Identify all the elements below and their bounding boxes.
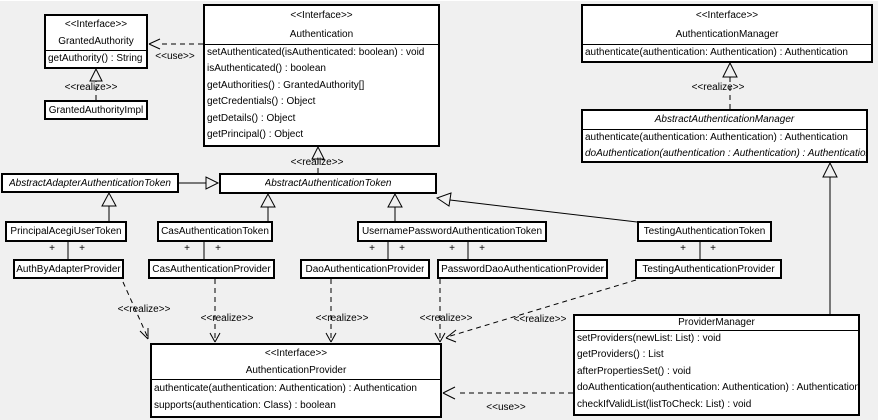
class-password-dao-authentication-provider[interactable]: PasswordDaoAuthenticationProvider <box>437 259 608 279</box>
stereotype-label: <<Interface>> <box>695 10 759 21</box>
class-name: AbstractAuthenticationManager <box>654 114 795 125</box>
stereotype-label: <<Interface>> <box>264 348 328 359</box>
class-name: Authentication <box>289 29 354 40</box>
use-label: <<use>> <box>155 51 195 62</box>
class-principal-acegi-user-token[interactable]: PrincipalAcegiUserToken <box>5 221 127 242</box>
class-header: <<Interface>> GrantedAuthority <box>46 16 146 50</box>
realize-label: <<realize>> <box>419 313 473 324</box>
open-arrowheads <box>139 38 457 400</box>
dashed-dependency-lines <box>95 43 731 394</box>
multiplicity-plus: + <box>399 243 405 254</box>
class-name: AuthenticationProvider <box>245 365 347 376</box>
method: getAuthority() : String <box>48 53 143 64</box>
multiplicity-plus: + <box>79 243 85 254</box>
class-name: UsernamePasswordAuthenticationToken <box>361 226 543 237</box>
class-authentication[interactable]: <<Interface>> Authentication setAuthenti… <box>203 4 440 147</box>
multiplicity-plus: + <box>449 243 455 254</box>
class-name: GrantedAuthority <box>58 36 134 47</box>
class-header: AbstractAuthenticationManager <box>583 111 866 129</box>
realize-label: <<realize>> <box>117 304 171 315</box>
class-granted-authority-impl[interactable]: GrantedAuthorityImpl <box>44 100 148 120</box>
class-testing-authentication-provider[interactable]: TestingAuthenticationProvider <box>635 259 782 279</box>
multiplicity-plus: + <box>215 243 221 254</box>
multiplicity-plus: + <box>184 243 190 254</box>
multiplicity-plus: + <box>680 243 686 254</box>
stereotype-label: <<Interface>> <box>290 10 353 21</box>
class-granted-authority[interactable]: <<Interface>> GrantedAuthority getAuthor… <box>44 14 148 69</box>
method: checkIfValidList(listToCheck: List) : vo… <box>577 398 752 410</box>
class-name: AuthByAdapterProvider <box>16 263 121 275</box>
method: isAuthenticated() : boolean <box>207 63 326 75</box>
realize-label: <<realize>> <box>315 313 369 324</box>
class-cas-authentication-token[interactable]: CasAuthenticationToken <box>157 221 273 242</box>
abstract-method: doAuthentication(authentication : Authen… <box>585 147 866 159</box>
method: authenticate(authentication: Authenticat… <box>585 132 848 143</box>
class-header: <<Interface>> Authentication <box>205 6 438 44</box>
method: setProviders(newList: List) : void <box>577 333 721 344</box>
stereotype-label: <<Interface>> <box>64 19 128 30</box>
class-name: TestingAuthenticationToken <box>643 226 766 237</box>
class-auth-by-adapter-provider[interactable]: AuthByAdapterProvider <box>13 259 124 279</box>
multiplicity-plus: + <box>710 243 716 254</box>
methods-compartment: authenticate(authentication: Authenticat… <box>152 379 440 414</box>
class-provider-manager[interactable]: ProviderManager setProviders(newList: Li… <box>573 314 860 416</box>
class-name: ProviderManager <box>678 317 755 328</box>
method: doAuthentication(authentication: Authent… <box>577 382 858 394</box>
method: setAuthenticated(isAuthenticated: boolea… <box>207 47 425 58</box>
class-abstract-adapter-authentication-token[interactable]: AbstractAdapterAuthenticationToken <box>1 173 179 193</box>
class-name: AuthenticationManager <box>675 29 779 40</box>
multiplicity-plus: + <box>369 243 375 254</box>
class-cas-authentication-provider[interactable]: CasAuthenticationProvider <box>148 259 275 279</box>
realize-label: <<realize>> <box>290 157 344 168</box>
class-name: AbstractAdapterAuthenticationToken <box>9 177 171 189</box>
realize-label: <<realize>> <box>691 82 745 93</box>
method: getPrincipal() : Object <box>207 129 304 141</box>
use-label: <<use>> <box>486 402 526 413</box>
class-name: GrantedAuthorityImpl <box>48 104 144 116</box>
method: supports(authentication: Class) : boolea… <box>154 400 336 411</box>
class-username-password-authentication-token[interactable]: UsernamePasswordAuthenticationToken <box>357 221 547 242</box>
class-authentication-provider[interactable]: <<Interface>> AuthenticationProvider aut… <box>150 343 442 418</box>
generalization-lines <box>67 177 831 314</box>
realize-label: <<realize>> <box>513 314 567 325</box>
class-name: TestingAuthenticationProvider <box>642 263 775 275</box>
method: authenticate(authentication: Authenticat… <box>585 47 848 58</box>
multiplicity-plus: + <box>479 243 485 254</box>
method: getProviders() : List <box>577 349 664 361</box>
class-name: CasAuthenticationToken <box>161 226 269 237</box>
method: authenticate(authentication: Authenticat… <box>154 383 417 394</box>
methods-compartment: authenticate(authentication: Authenticat… <box>583 129 866 161</box>
class-abstract-authentication-manager[interactable]: AbstractAuthenticationManager authentica… <box>581 109 868 163</box>
method: getDetails() : Object <box>207 112 296 124</box>
method: afterPropertiesSet() : void <box>577 365 691 377</box>
class-name: CasAuthenticationProvider <box>152 263 271 275</box>
class-testing-authentication-token[interactable]: TestingAuthenticationToken <box>637 221 772 242</box>
methods-compartment: getAuthority() : String <box>46 50 146 67</box>
methods-compartment: setAuthenticated(isAuthenticated: boolea… <box>205 44 438 143</box>
methods-compartment: authenticate(authentication: Authenticat… <box>583 44 871 61</box>
class-name: PrincipalAcegiUserToken <box>10 226 122 237</box>
class-name: DaoAuthenticationProvider <box>305 263 425 275</box>
method: getAuthorities() : GrantedAuthority[] <box>207 79 365 91</box>
method: getCredentials() : Object <box>207 96 316 108</box>
class-header: <<Interface>> AuthenticationManager <box>583 6 871 44</box>
class-name: AbstractAuthenticationToken <box>264 178 392 189</box>
class-dao-authentication-provider[interactable]: DaoAuthenticationProvider <box>300 259 430 279</box>
class-header: <<Interface>> AuthenticationProvider <box>152 345 440 379</box>
multiplicity-plus: + <box>49 243 55 254</box>
class-abstract-authentication-token[interactable]: AbstractAuthenticationToken <box>219 173 437 194</box>
class-authentication-manager[interactable]: <<Interface>> AuthenticationManager auth… <box>581 4 873 63</box>
realize-label: <<realize>> <box>200 313 254 324</box>
class-header: ProviderManager <box>575 316 858 330</box>
realize-label: <<realize>> <box>64 82 118 93</box>
class-name: PasswordDaoAuthenticationProvider <box>441 263 604 275</box>
methods-compartment: setProviders(newList: List) : void getPr… <box>575 330 858 413</box>
